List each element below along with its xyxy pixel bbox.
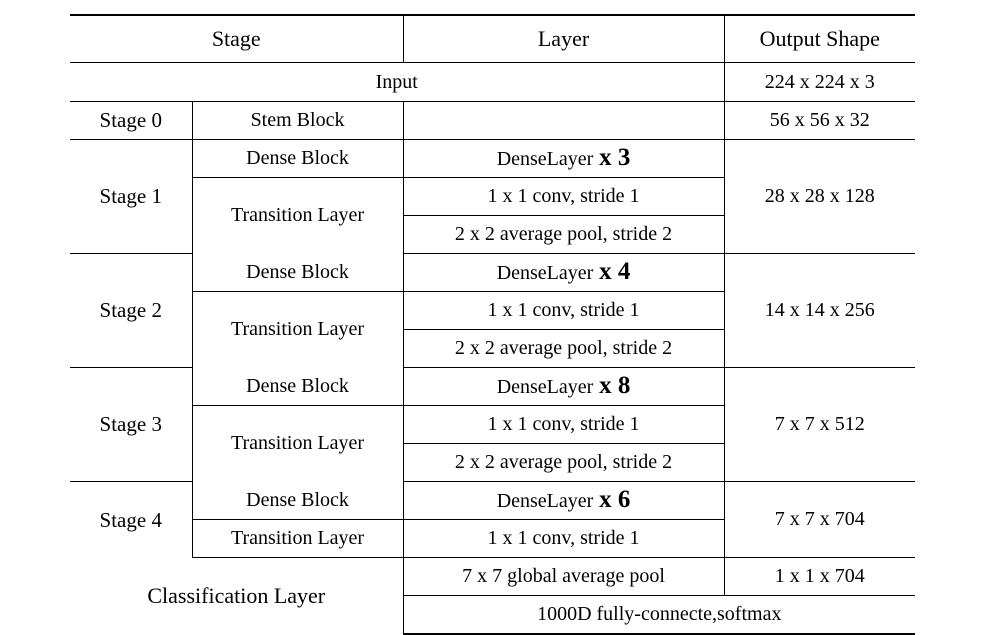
stage-label-0: Stage 0 — [70, 101, 193, 140]
block-name-dense-2: Dense Block — [192, 253, 404, 292]
table-row-stage0: Stage 0 Stem Block 56 x 56 x 32 — [70, 101, 916, 140]
dense-multiplier-4: x 6 — [599, 486, 631, 514]
layer-cell-trans-3-conv: 1 x 1 conv, stride 1 — [403, 405, 725, 444]
table-row-stage3-dense: Stage 3 Dense Block DenseLayer x 8 7 x 7… — [70, 367, 916, 482]
block-name-stem: Stem Block — [192, 101, 404, 140]
output-shape-stage3: 7 x 7 x 512 — [724, 367, 916, 482]
table-row-stage4-trans: Transition Layer 1 x 1 conv, stride 1 — [70, 519, 915, 558]
table-row-stage4-dense: Stage 4 Dense Block DenseLayer x 6 7 x 7… — [70, 481, 916, 558]
layer-cell-dense-1: DenseLayer x 3 — [403, 139, 725, 178]
dense-multiplier-2: x 4 — [599, 258, 631, 286]
layer-cell-stem — [403, 101, 725, 140]
classification-pool-output: 1 x 1 x 704 — [724, 557, 916, 596]
stage-label-2: Stage 2 — [70, 253, 193, 368]
block-name-transition-4: Transition Layer — [192, 519, 404, 558]
layer-cell-trans-2-pool: 2 x 2 average pool, stride 2 — [403, 329, 725, 368]
dense-multiplier-3: x 8 — [599, 372, 631, 400]
dense-layer-text: DenseLayer — [496, 376, 594, 399]
dense-layer-text: DenseLayer — [496, 148, 594, 171]
table-row-stage1-dense: Stage 1 Dense Block DenseLayer x 3 28 x … — [70, 139, 916, 254]
stage-label-1: Stage 1 — [70, 139, 193, 254]
layer-cell-dense-2: DenseLayer x 4 — [403, 253, 725, 292]
block-name-transition-1: Transition Layer — [192, 177, 404, 254]
layer-cell-trans-4-conv: 1 x 1 conv, stride 1 — [403, 519, 725, 558]
table-row-stage3-trans-a: Transition Layer 1 x 1 conv, stride 1 — [70, 405, 915, 482]
layer-cell-trans-1-pool: 2 x 2 average pool, stride 2 — [403, 215, 725, 254]
layer-cell-trans-2-conv: 1 x 1 conv, stride 1 — [403, 291, 725, 330]
output-shape-stage4: 7 x 7 x 704 — [724, 481, 916, 558]
block-name-dense-4: Dense Block — [192, 481, 404, 520]
table-row-stage2-trans-a: Transition Layer 1 x 1 conv, stride 1 — [70, 291, 915, 368]
table-row-stage2-trans-b: 2 x 2 average pool, stride 2 — [70, 329, 915, 368]
header-stage: Stage — [70, 14, 404, 63]
block-name-transition-3: Transition Layer — [192, 405, 404, 482]
table-header-row: Stage Layer Output Shape — [70, 14, 916, 63]
output-shape-stage2: 14 x 14 x 256 — [724, 253, 916, 368]
header-layer: Layer — [402, 14, 725, 63]
input-output-shape: 224 x 224 x 3 — [723, 62, 916, 102]
layer-cell-trans-1-conv: 1 x 1 conv, stride 1 — [403, 177, 725, 216]
table-row-stage2-dense: Stage 2 Dense Block DenseLayer x 4 14 x … — [70, 253, 916, 368]
layer-cell-dense-3: DenseLayer x 8 — [403, 367, 725, 406]
dense-layer-text: DenseLayer — [496, 490, 594, 513]
table-row-stage1-trans-b: 2 x 2 average pool, stride 2 — [70, 215, 915, 254]
architecture-table-container: Stage Layer Output Shape Input 224 x 224… — [70, 14, 916, 635]
output-shape-stage0: 56 x 56 x 32 — [724, 101, 916, 140]
block-name-transition-2: Transition Layer — [192, 291, 404, 368]
classification-pool-layer: 7 x 7 global average pool — [403, 557, 725, 596]
stage-label-3: Stage 3 — [70, 367, 193, 482]
layer-cell-trans-3-pool: 2 x 2 average pool, stride 2 — [403, 443, 725, 482]
table-row-stage1-trans-a: Transition Layer 1 x 1 conv, stride 1 — [70, 177, 915, 254]
block-name-dense-3: Dense Block — [192, 367, 404, 406]
block-name-dense-1: Dense Block — [192, 139, 404, 178]
table-row-stage3-trans-b: 2 x 2 average pool, stride 2 — [70, 443, 915, 482]
output-shape-stage1: 28 x 28 x 128 — [724, 139, 916, 254]
architecture-table: Stage Layer Output Shape Input 224 x 224… — [70, 14, 916, 635]
layer-cell-dense-4: DenseLayer x 6 — [403, 481, 725, 520]
input-label: Input — [70, 62, 725, 102]
table-row-classification-pool: Classification Layer 7 x 7 global averag… — [70, 557, 916, 634]
dense-multiplier-1: x 3 — [599, 144, 631, 172]
classification-fc-layer: 1000D fully-connecte,softmax — [403, 595, 916, 635]
header-output-shape: Output Shape — [724, 14, 916, 63]
classification-label: Classification Layer — [70, 557, 404, 634]
stage-label-4: Stage 4 — [70, 481, 193, 558]
dense-layer-text: DenseLayer — [496, 262, 594, 285]
table-row-input: Input 224 x 224 x 3 — [70, 62, 916, 102]
